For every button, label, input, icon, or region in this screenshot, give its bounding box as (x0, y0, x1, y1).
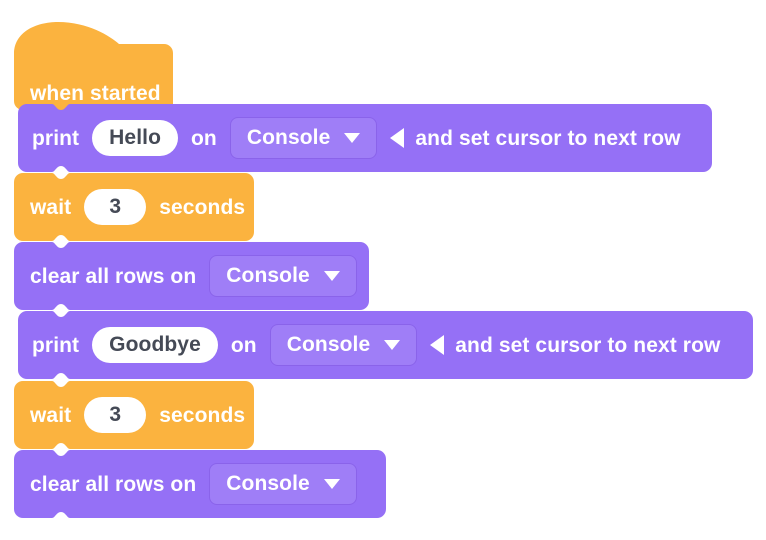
dropdown-label-console: Console (226, 264, 310, 287)
block-wait-seconds-1[interactable]: wait 3 seconds (14, 173, 254, 241)
block-label-on: on (230, 333, 257, 357)
chevron-down-icon (384, 340, 401, 350)
block-clear-all-rows-2[interactable]: clear all rows on Console (14, 450, 386, 518)
number-input-wait-seconds[interactable]: 3 (84, 397, 147, 433)
block-clear-all-rows-1[interactable]: clear all rows on Console (14, 242, 369, 310)
block-label-print: print (32, 126, 80, 150)
dropdown-console-target[interactable]: Console (269, 324, 418, 366)
dropdown-console-target[interactable]: Console (229, 117, 378, 159)
block-print-goodbye[interactable]: print Goodbye on Console and set cursor … (18, 311, 753, 379)
dropdown-console-target[interactable]: Console (209, 463, 357, 505)
block-label-seconds: seconds (159, 195, 246, 219)
text-input-print-value[interactable]: Hello (92, 120, 178, 156)
block-label-seconds: seconds (159, 403, 246, 427)
triangle-left-icon[interactable] (390, 128, 405, 148)
block-wait-seconds-2[interactable]: wait 3 seconds (14, 381, 254, 449)
block-label-print: print (32, 333, 80, 357)
block-label-wait: wait (30, 195, 72, 219)
block-label-set-cursor-next-row: and set cursor to next row (455, 333, 721, 357)
chevron-down-icon (323, 271, 340, 281)
chevron-down-icon (344, 133, 361, 143)
dropdown-label-console: Console (226, 472, 310, 495)
block-label-set-cursor-next-row: and set cursor to next row (415, 126, 681, 150)
dropdown-label-console: Console (246, 126, 331, 149)
block-label-clear-all-rows-on: clear all rows on (30, 472, 197, 496)
block-label-on: on (191, 126, 217, 150)
text-input-print-value[interactable]: Goodbye (92, 327, 218, 363)
block-print-hello[interactable]: print Hello on Console and set cursor to… (18, 104, 712, 172)
block-when-started[interactable]: when started (14, 18, 177, 118)
dropdown-label-console: Console (286, 333, 371, 356)
block-label-wait: wait (30, 403, 72, 427)
number-input-wait-seconds[interactable]: 3 (84, 189, 147, 225)
dropdown-console-target[interactable]: Console (209, 255, 357, 297)
chevron-down-icon (323, 479, 340, 489)
triangle-left-icon[interactable] (430, 335, 445, 355)
block-label-when-started: when started (30, 82, 161, 105)
block-label-clear-all-rows-on: clear all rows on (30, 264, 197, 288)
